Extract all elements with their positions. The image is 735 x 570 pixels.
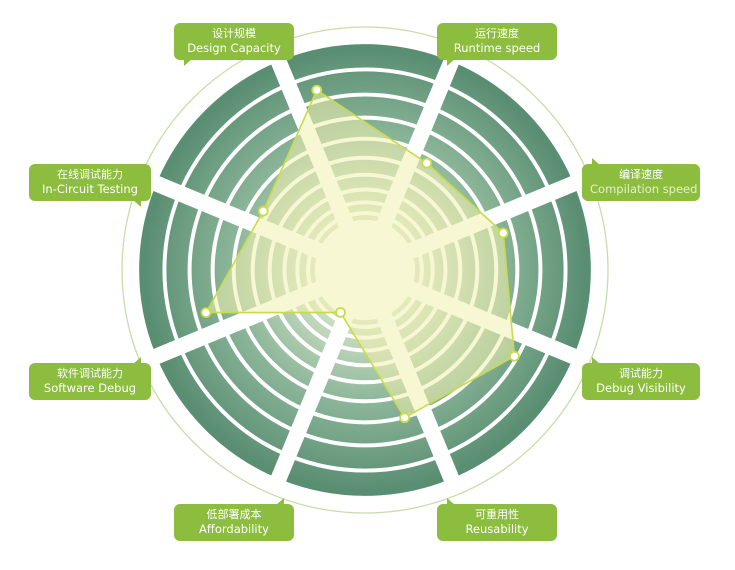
- category-label-affordability: 低部署成本 Affordability: [174, 497, 294, 542]
- data-point-5: [335, 306, 346, 318]
- category-label-zh: 低部署成本: [206, 508, 262, 521]
- data-point-7: [257, 205, 269, 217]
- sector-gap: [271, 308, 356, 482]
- category-label-compilation-speed: 编译速度 Compilation speed: [582, 157, 700, 202]
- category-label-zh: 运行速度: [475, 27, 519, 40]
- category-label-en: Reusability: [465, 521, 529, 536]
- ring-band: [139, 44, 591, 496]
- outer-guide-circle: [121, 26, 609, 514]
- data-point-1: [421, 157, 433, 169]
- category-label-zh: 编译速度: [619, 168, 663, 181]
- category-label-en: Debug Visibility: [596, 380, 686, 395]
- category-label-software-debug: 软件调试能力 Software Debug: [29, 356, 151, 401]
- data-point-0: [311, 84, 323, 96]
- data-point-4: [399, 412, 411, 424]
- category-label-debug-visibility: 调试能力 Debug Visibility: [582, 356, 700, 401]
- category-label-zh: 软件调试能力: [57, 367, 123, 380]
- ring-band: [191, 96, 539, 444]
- data-point-2: [497, 227, 509, 239]
- category-label-zh: 设计规模: [212, 27, 256, 40]
- category-label-reusability: 可重用性 Reusability: [437, 497, 557, 542]
- category-label-design-capacity: 设计规模 Design Capacity: [174, 23, 294, 67]
- category-label-en: Design Capacity: [187, 40, 281, 55]
- category-label-en: Compilation speed: [590, 181, 698, 196]
- points-group: [200, 84, 520, 424]
- category-label-in-circuit-testing: 在线调试能力 In-Circuit Testing: [29, 164, 151, 208]
- category-label-zh: 可重用性: [475, 508, 519, 521]
- data-point-6: [200, 307, 212, 319]
- category-label-runtime-speed: 运行速度 Runtime speed: [437, 23, 557, 67]
- category-label-en: In-Circuit Testing: [42, 181, 138, 196]
- data-point-3: [509, 350, 520, 362]
- category-label-zh: 调试能力: [619, 367, 663, 380]
- category-label-en: Software Debug: [43, 380, 137, 395]
- ring-band: [166, 71, 564, 469]
- category-label-en: Runtime speed: [453, 40, 541, 55]
- category-label-en: Affordability: [199, 521, 269, 536]
- category-label-zh: 在线调试能力: [57, 168, 123, 181]
